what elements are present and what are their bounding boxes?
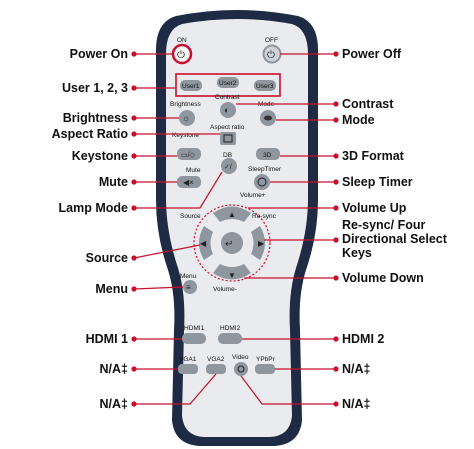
3d-button[interactable]	[256, 148, 280, 160]
left-key[interactable]	[199, 226, 213, 260]
contrast-button[interactable]	[220, 102, 236, 118]
mute-icon: ◀×	[183, 178, 194, 187]
vga2-button[interactable]	[206, 364, 226, 374]
label-brightness: Brightness	[62, 111, 128, 125]
key-contrast-text: Contrast	[215, 94, 240, 101]
ypbpr-button[interactable]	[255, 364, 275, 374]
key-volume-minus-text: Volume-	[213, 286, 237, 293]
video-button[interactable]	[234, 362, 248, 376]
video-icon	[237, 365, 245, 373]
keystone-icon: ▭/◇	[181, 152, 196, 159]
key-mute-text: Mute	[186, 167, 201, 174]
label-keystone: Keystone	[71, 149, 128, 163]
menu-button[interactable]	[183, 280, 197, 294]
down-key[interactable]	[213, 264, 251, 280]
user2-button[interactable]	[217, 77, 239, 88]
user-keys-highlight	[175, 73, 281, 97]
label-mute: Mute	[98, 175, 128, 189]
hdmi1-button[interactable]	[182, 333, 206, 344]
label-sleep-timer: Sleep Timer	[342, 175, 413, 189]
label-user-keys: User 1, 2, 3	[61, 81, 128, 95]
label-menu: Menu	[95, 282, 128, 296]
key-video-text: Video	[232, 354, 249, 361]
enter-icon: ↵	[225, 239, 233, 250]
up-arrow-icon: ▲	[228, 210, 236, 219]
sun-icon: ☼	[182, 113, 190, 123]
label-na-4: N/A‡	[342, 397, 371, 411]
key-db-text: DB	[223, 152, 232, 159]
label-power-on: Power On	[69, 47, 128, 61]
key-user2-text: User2	[219, 80, 237, 87]
key-hdmi1-text: HDMI1	[184, 325, 205, 332]
key-3d-text: 3D	[263, 152, 272, 159]
lamp-mode-button[interactable]	[221, 158, 237, 174]
key-hdmi2-text: HDMI2	[220, 325, 241, 332]
contrast-icon: ◐	[224, 105, 229, 115]
label-3d-format: 3D Format	[342, 149, 404, 163]
mute-button[interactable]	[177, 176, 201, 188]
label-source: Source	[85, 251, 128, 265]
clock-icon	[257, 177, 267, 187]
right-arrow-icon: ▶	[258, 239, 265, 248]
label-power-off: Power Off	[342, 47, 402, 61]
key-sleep-text: SleepTimer	[248, 166, 282, 173]
key-on-text: ON	[177, 37, 187, 44]
user1-button[interactable]	[180, 80, 202, 91]
label-lamp-mode: Lamp Mode	[58, 201, 128, 215]
key-menu-text: Menu	[180, 273, 197, 280]
mode-icon	[264, 115, 272, 121]
key-vga2-text: VGA2	[207, 356, 225, 363]
label-contrast: Contrast	[342, 97, 394, 111]
enter-button[interactable]	[221, 232, 243, 254]
key-resync-text: Re-sync	[252, 213, 277, 220]
hdmi2-button[interactable]	[218, 333, 242, 344]
label-volume-up: Volume Up	[342, 201, 407, 215]
brightness-button[interactable]	[179, 110, 195, 126]
vga1-button[interactable]	[178, 364, 198, 374]
power-on-icon: ⏻	[177, 50, 185, 61]
key-ypbpr-text: YPbPr	[256, 356, 276, 363]
right-key[interactable]	[251, 226, 265, 260]
label-resync: Re-sync/ Four Directional Select Keys	[342, 218, 447, 260]
label-na-2: N/A‡	[99, 397, 128, 411]
aspect-ratio-button[interactable]	[220, 132, 236, 145]
user3-button[interactable]	[254, 80, 276, 91]
key-brightness-text: Brightness	[170, 101, 201, 108]
up-key[interactable]	[213, 206, 251, 223]
label-mode: Mode	[342, 113, 375, 127]
key-volume-plus-text: Volume+	[240, 192, 266, 199]
label-na-3: N/A‡	[342, 362, 371, 376]
key-keystone-text: Keystone	[172, 132, 199, 139]
leader-lines	[131, 51, 339, 407]
key-off-text: OFF	[265, 37, 278, 44]
key-user3-text: User3	[256, 83, 274, 90]
aspect-ratio-icon	[223, 134, 233, 143]
key-user1-text: User1	[182, 83, 200, 90]
key-source-text: Source	[180, 213, 201, 220]
key-vga1-text: VGA1	[179, 356, 197, 363]
sleep-timer-button[interactable]	[254, 174, 270, 190]
power-on-button[interactable]	[171, 43, 193, 65]
down-arrow-icon: ▼	[228, 271, 236, 280]
left-arrow-icon: ◀	[200, 239, 207, 248]
label-hdmi1: HDMI 1	[85, 332, 128, 346]
key-aspect-text: Aspect ratio	[210, 124, 245, 131]
label-hdmi2: HDMI 2	[342, 332, 385, 346]
keystone-button[interactable]	[177, 148, 201, 160]
label-volume-down: Volume Down	[342, 271, 424, 285]
menu-icon: ≡	[186, 283, 191, 292]
label-na-1: N/A‡	[99, 362, 128, 376]
label-aspect-ratio: Aspect Ratio	[51, 127, 128, 141]
lamp-mode-icon: ✓/	[224, 164, 232, 171]
power-off-icon: ⏻	[267, 50, 275, 61]
dpad-ring	[193, 204, 271, 282]
